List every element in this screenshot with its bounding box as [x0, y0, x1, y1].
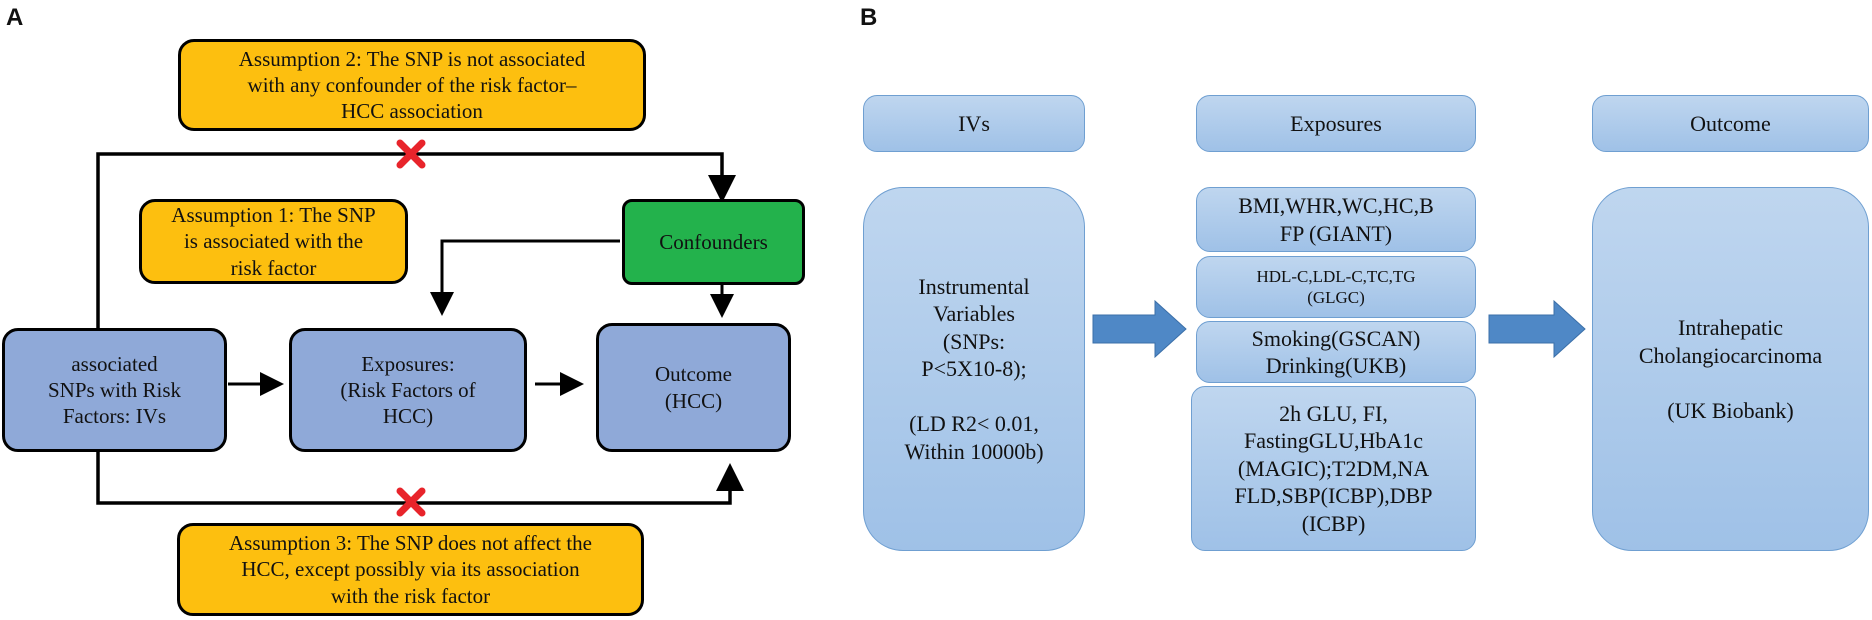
assumption-2-box: Assumption 2: The SNP is not associated …	[178, 39, 646, 131]
outcome-box: Outcome (HCC)	[596, 323, 791, 452]
assumption-1-box: Assumption 1: The SNP is associated with…	[139, 199, 408, 284]
exposure-item-smoking-drinking: Smoking(GSCAN) Drinking(UKB)	[1196, 321, 1476, 383]
confounders-box: Confounders	[622, 199, 805, 285]
header-outcome: Outcome	[1592, 95, 1869, 152]
snps-box: associated SNPs with Risk Factors: IVs	[2, 328, 227, 452]
exposure-item-anthropometric: BMI,WHR,WC,HC,B FP (GIANT)	[1196, 187, 1476, 252]
assumption-3-box: Assumption 3: The SNP does not affect th…	[177, 523, 644, 616]
ivs-body-box: Instrumental Variables (SNPs: P<5X10-8);…	[863, 187, 1085, 551]
header-ivs: IVs	[863, 95, 1085, 152]
exposure-item-lipids: HDL-C,LDL-C,TC,TG (GLGC)	[1196, 256, 1476, 318]
top-cross-icon	[396, 139, 426, 169]
outcome-body-box: Intrahepatic Cholangiocarcinoma (UK Biob…	[1592, 187, 1869, 551]
exposures-box: Exposures: (Risk Factors of HCC)	[289, 328, 527, 452]
panel-b-label: B	[860, 4, 878, 31]
confounders-to-exposures-arrow	[430, 239, 620, 316]
exposures-to-outcome-block-arrow	[1488, 299, 1586, 359]
header-exposures: Exposures	[1196, 95, 1476, 152]
ivs-to-exposures-arrow	[1092, 299, 1187, 359]
bottom-cross-icon	[396, 487, 426, 517]
exposure-item-glycemic-bp: 2h GLU, FI, FastingGLU,HbA1c (MAGIC);T2D…	[1191, 386, 1476, 551]
panel-a-label: A	[6, 4, 24, 31]
